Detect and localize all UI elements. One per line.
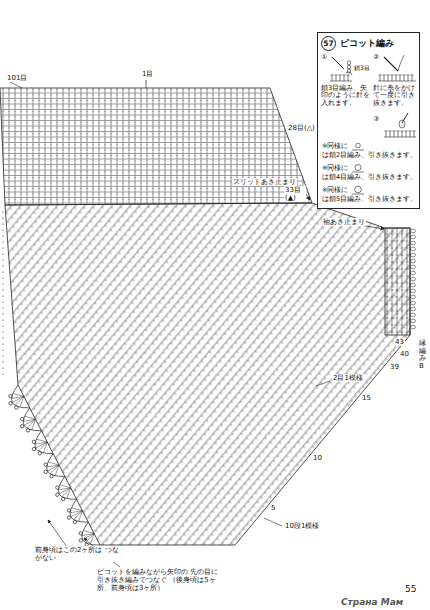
technique-text: 鎖3目編み、矢印のように針を入れます。 [321,85,373,107]
leader-line [146,80,147,88]
chart-label: 101目 [6,74,28,82]
chart-label: 15 [361,394,372,402]
technique-text: ② [373,53,379,61]
chart-label: ピコットを編みながら矢印の 先の目に引き抜き編みでつなぐ （後身頃は5ヶ所、前身… [96,568,226,592]
scallop-edging [9,385,100,546]
symbol-number: 57 [322,37,335,50]
technique-text: 鎖3目 [354,65,370,72]
chart-label: 5 [270,504,276,512]
technique-text: は鎖2目編み、引き抜きます。 [322,152,418,159]
chart-label: 縁編みB [418,340,427,371]
chart-label: スリットあき止まり [232,178,297,186]
chart-label: 袖あき止まり [322,218,366,226]
dotted-edge [2,211,3,374]
chart-label: 前身頃はこの2ヶ所は つながない [34,546,120,562]
chart-label: 39 [389,363,400,371]
chart-label: 2目1模様 [332,374,364,382]
technique-box: ピコット編み ① 鎖3目鎖3目編み、矢印のように針を入れます。 ② 針に糸をかけて一度に… [317,32,420,209]
chart-label: 28目(△) [287,124,316,132]
body-section [5,203,410,545]
chart-label: 33目 (▲) [284,186,306,202]
page-number: 55 [404,584,417,594]
chart-label: 40 [399,350,410,358]
bracket-line [316,381,330,386]
sleeve-edge [385,228,410,335]
leader-line [10,82,22,88]
technique-text: ③ [373,115,379,123]
technique-text: ① [321,53,327,61]
chart-label: 10 [312,454,323,462]
chart-label: 43 [394,338,405,346]
technique-text: ※同様に [322,143,348,150]
chart-label: 1目 [141,70,154,78]
bracket-line [264,518,282,526]
technique-text: ピコット編み [340,38,418,48]
chart-label: 10段1模様 [284,522,320,530]
technique-text: 針に糸をかけて一度に引き抜きます。 [373,85,419,107]
technique-text: ※同様に [322,187,348,194]
edge-loops [411,229,416,329]
yoke-section [0,88,312,205]
watermark: Страна Мам [340,597,404,607]
technique-text: ※同様に [322,165,348,172]
technique-text: は鎖5目編み、引き抜きます。 [322,196,418,203]
symbol-number-circle: 57 [321,36,336,51]
technique-text: は鎖4目編み、引き抜きます。 [322,174,418,181]
